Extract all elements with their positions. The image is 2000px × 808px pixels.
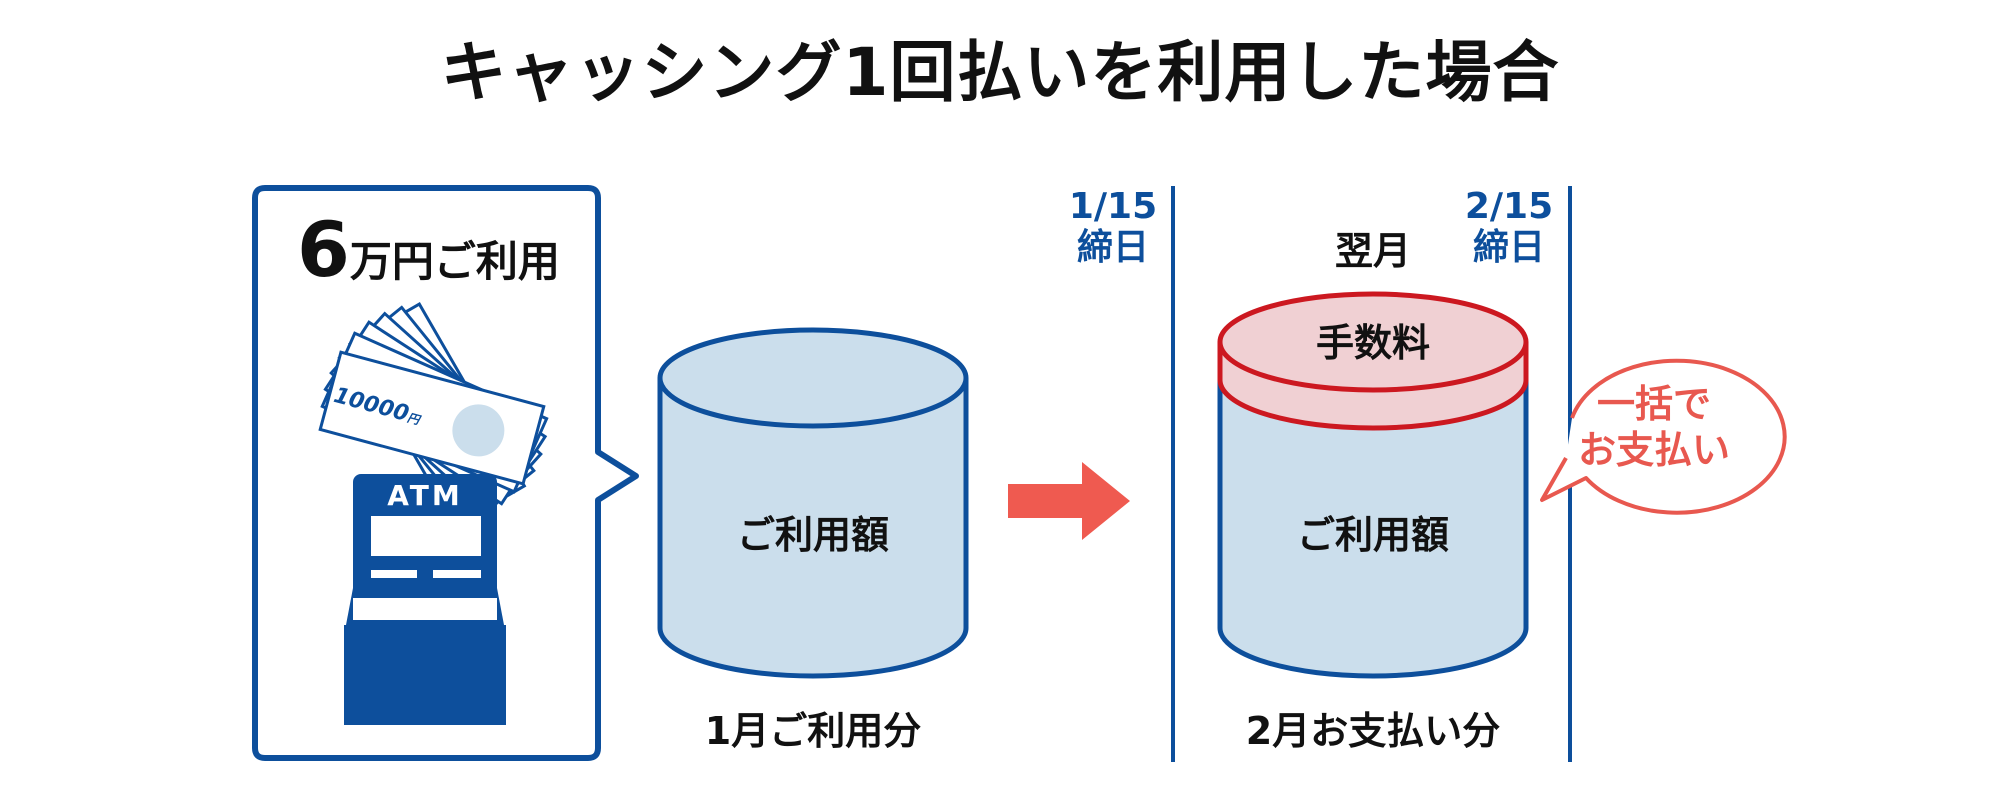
banknote-stack-icon <box>318 302 549 528</box>
banknote-watermark-icon <box>452 404 505 457</box>
fee-layer-top <box>1217 291 1529 393</box>
atm-counter <box>353 598 497 620</box>
usage-cylinder <box>657 327 969 679</box>
atm-slot-right <box>433 570 481 578</box>
atm-screen <box>371 516 481 556</box>
banknote-front <box>318 350 546 486</box>
payment-cylinder <box>1217 291 1529 679</box>
atm-base <box>344 625 506 725</box>
atm-icon <box>344 474 506 725</box>
lump-sum-speech-bubble <box>1540 358 1787 515</box>
atm-slot-left <box>371 570 417 578</box>
arrow-right-icon <box>1008 462 1130 540</box>
usage-cylinder-top <box>657 327 969 429</box>
